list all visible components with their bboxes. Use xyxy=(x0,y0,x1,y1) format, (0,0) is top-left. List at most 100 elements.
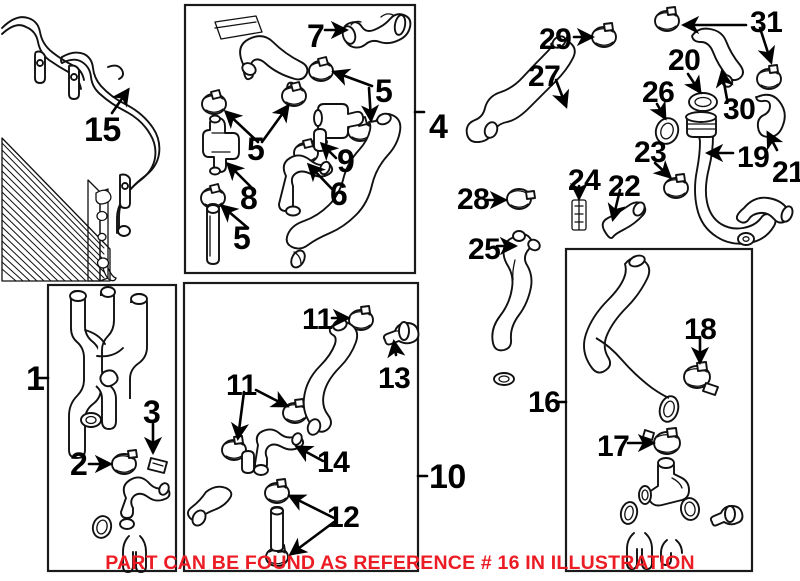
part-24-retainer xyxy=(571,199,587,231)
clamp-5-a xyxy=(308,56,334,82)
callout-14: 14 xyxy=(317,446,350,479)
panel-10-lower-hose xyxy=(186,485,233,527)
callout-27: 27 xyxy=(528,60,561,93)
panel-16-contents xyxy=(583,254,744,570)
part-19-hose xyxy=(685,111,794,246)
lead-9 xyxy=(319,141,340,162)
lead-22 xyxy=(607,188,626,222)
panel-10-leaders xyxy=(230,308,406,556)
radiator-assembly xyxy=(1,137,117,282)
callout-21: 21 xyxy=(772,156,800,189)
panel-10-contents xyxy=(186,305,420,567)
part-22-hose xyxy=(601,201,647,239)
panel-16-clips xyxy=(626,532,683,570)
lead-5b xyxy=(223,109,260,144)
panel-1-lower-elbow xyxy=(91,476,171,573)
lead-15 xyxy=(110,87,130,115)
top-right-leaders xyxy=(485,15,784,256)
lead-21 xyxy=(766,130,784,152)
panel-16-leaders xyxy=(626,335,710,453)
clamp-11-b xyxy=(282,398,308,424)
clamp-5-c xyxy=(281,81,307,107)
lead-11b xyxy=(254,388,290,408)
lead-5c xyxy=(219,204,250,230)
clamp-23 xyxy=(663,173,689,199)
callout-30: 30 xyxy=(723,93,756,126)
callout-9: 9 xyxy=(337,143,355,179)
part-9-tee xyxy=(312,103,365,152)
callout-5-a: 5 xyxy=(375,73,393,109)
callout-15: 15 xyxy=(84,111,121,149)
lead-26 xyxy=(649,100,667,121)
callout-17: 17 xyxy=(597,430,630,463)
clamp-31-a xyxy=(654,6,680,32)
clamp-5-b xyxy=(201,89,227,115)
callout-16: 16 xyxy=(528,386,561,419)
lead-27 xyxy=(552,78,570,109)
clamp-31-b xyxy=(756,64,782,90)
reference-banner: PART CAN BE FOUND AS REFERENCE # 16 IN I… xyxy=(105,552,695,574)
callout-18: 18 xyxy=(684,313,717,346)
lead-5b2 xyxy=(260,103,290,144)
panel-16-sensor xyxy=(709,505,744,527)
panel-16-tee xyxy=(638,457,690,507)
lead-5a2 xyxy=(360,86,380,124)
lead-23 xyxy=(652,159,673,180)
clamp-28 xyxy=(506,188,536,210)
callout-20: 20 xyxy=(668,44,701,77)
part-25-pipe xyxy=(491,230,541,386)
callout-8: 8 xyxy=(240,180,258,216)
panel-4-leaders xyxy=(219,20,380,230)
lead-31b xyxy=(757,26,775,65)
callout-11-b: 11 xyxy=(226,369,257,402)
callout-4: 4 xyxy=(429,108,448,146)
lead-14 xyxy=(294,445,325,463)
callout-11-a: 11 xyxy=(302,303,333,336)
lead-30 xyxy=(715,69,734,101)
lead-5a xyxy=(331,68,374,88)
panel-callout-ticks xyxy=(37,110,568,478)
callout-7: 7 xyxy=(307,18,325,54)
callout-1: 1 xyxy=(26,360,45,398)
tube-lower-left xyxy=(206,203,220,265)
clamp-29 xyxy=(591,22,617,48)
callout-10: 10 xyxy=(429,458,466,496)
callout-31: 31 xyxy=(750,6,783,39)
lead-13 xyxy=(387,339,406,359)
callout-5-b: 5 xyxy=(247,131,265,167)
part-16-hose xyxy=(583,254,680,423)
callout-28: 28 xyxy=(457,183,490,216)
lead-20 xyxy=(684,72,702,95)
callout-25: 25 xyxy=(468,233,501,266)
panel-frames xyxy=(46,3,754,573)
callout-13: 13 xyxy=(378,362,411,395)
lead-12b xyxy=(288,520,336,556)
panel-4-contents xyxy=(200,13,412,269)
callout-3: 3 xyxy=(143,394,161,430)
panel-1-contents xyxy=(68,286,171,573)
top-right-group xyxy=(465,6,794,386)
part-15-cooler-lines xyxy=(1,16,161,237)
part-12-tube xyxy=(270,506,284,552)
callout-12: 12 xyxy=(327,501,360,534)
panel-10-frame xyxy=(182,281,420,573)
callout-26: 26 xyxy=(642,76,675,109)
lead-12a xyxy=(287,494,336,520)
callout-22: 22 xyxy=(608,170,641,203)
callout-2: 2 xyxy=(70,446,88,482)
lead-6 xyxy=(306,162,335,192)
callout-19: 19 xyxy=(737,141,770,174)
callout-23: 23 xyxy=(634,136,667,169)
clamp-12-a xyxy=(264,478,290,504)
callout-24: 24 xyxy=(568,164,601,197)
callout-29: 29 xyxy=(539,23,572,56)
hose-main-right xyxy=(285,112,402,269)
panel-1-leaders xyxy=(87,422,163,474)
lead-8 xyxy=(225,161,254,190)
lead-11c xyxy=(230,390,249,442)
callout-5-c: 5 xyxy=(233,220,251,256)
clamp-11-a xyxy=(348,305,374,331)
clamp-2 xyxy=(111,449,138,475)
